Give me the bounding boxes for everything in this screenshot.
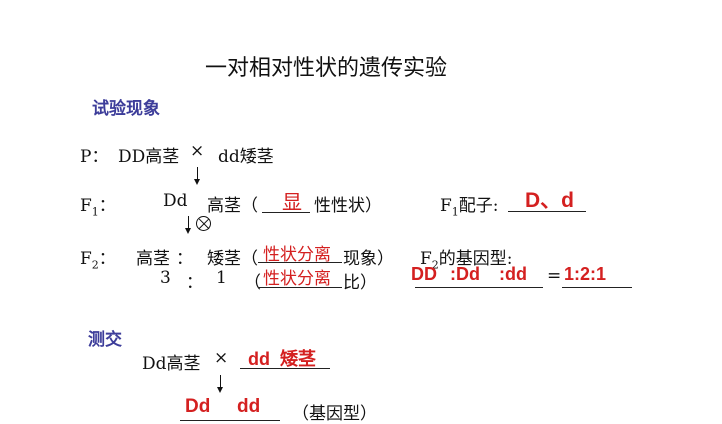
f1-label: F1： [80,196,116,219]
answer-underline [258,262,342,263]
answer-underline [262,212,310,213]
f1-gametes-label: F1配子: [440,196,499,219]
f2-short: 矮茎（ [207,249,258,269]
f2-tall: 高茎 [136,249,170,269]
down-arrow-icon [217,375,223,393]
f1-dominant-answer: 显 [282,190,302,214]
page-title: 一对相对性状的遗传实验 [205,56,448,81]
answer-underline [258,287,342,288]
f2-label: F2： [80,249,116,272]
answer-underline [240,368,330,369]
ratio-suffix: 比） [343,273,377,293]
f2-ratio-answer: 1:2:1 [564,264,607,284]
offspring-homo: dd [237,396,261,417]
f2-segregation-answer: 性状分离 [263,245,331,265]
f2-genotype-label: F2的基因型: [420,249,513,272]
f2-genotype-dd-lower: :dd [499,264,527,284]
f2-genotype-dd-hetero: :Dd [450,264,480,284]
section-heading-testcross: 测交 [88,330,122,350]
cross-symbol: × [190,141,205,161]
ratio-right: 1 [216,268,227,288]
p-label: P： [80,147,109,167]
selfing-icon [196,216,211,231]
answer-underline [508,211,586,212]
ratio-open-paren: （ [244,273,261,293]
f2-genotype-dd-upper: DD [411,264,437,284]
f1-gametes-answer: D、d [525,189,574,212]
ratio-answer: 性状分离 [263,269,331,289]
cross-symbol: × [214,348,229,368]
f1-phenotype: 高茎（ [207,196,258,216]
f2-suffix: 现象） [343,249,394,269]
ratio-left: 3 [160,268,171,288]
answer-underline [415,287,543,288]
equals-sign: = [547,266,562,286]
p-parent-right: dd矮茎 [218,147,274,167]
answer-underline [180,420,280,421]
answer-underline [562,287,632,288]
section-heading-experiment: 试验现象 [92,99,160,119]
p-parent-left: DD高茎 [118,147,180,167]
down-arrow-icon [185,216,191,234]
testcross-left: Dd高茎 [142,354,201,374]
f1-genotype: Dd [163,191,188,211]
ratio-colon: ： [186,273,203,293]
offspring-hetero: Dd [185,396,211,417]
testcross-answer: dd 矮茎 [248,349,316,369]
f2-colon: ： [176,249,193,269]
f1-suffix: 性性状） [314,196,382,216]
down-arrow-icon [194,167,200,185]
offspring-suffix: （基因型） [292,404,377,424]
